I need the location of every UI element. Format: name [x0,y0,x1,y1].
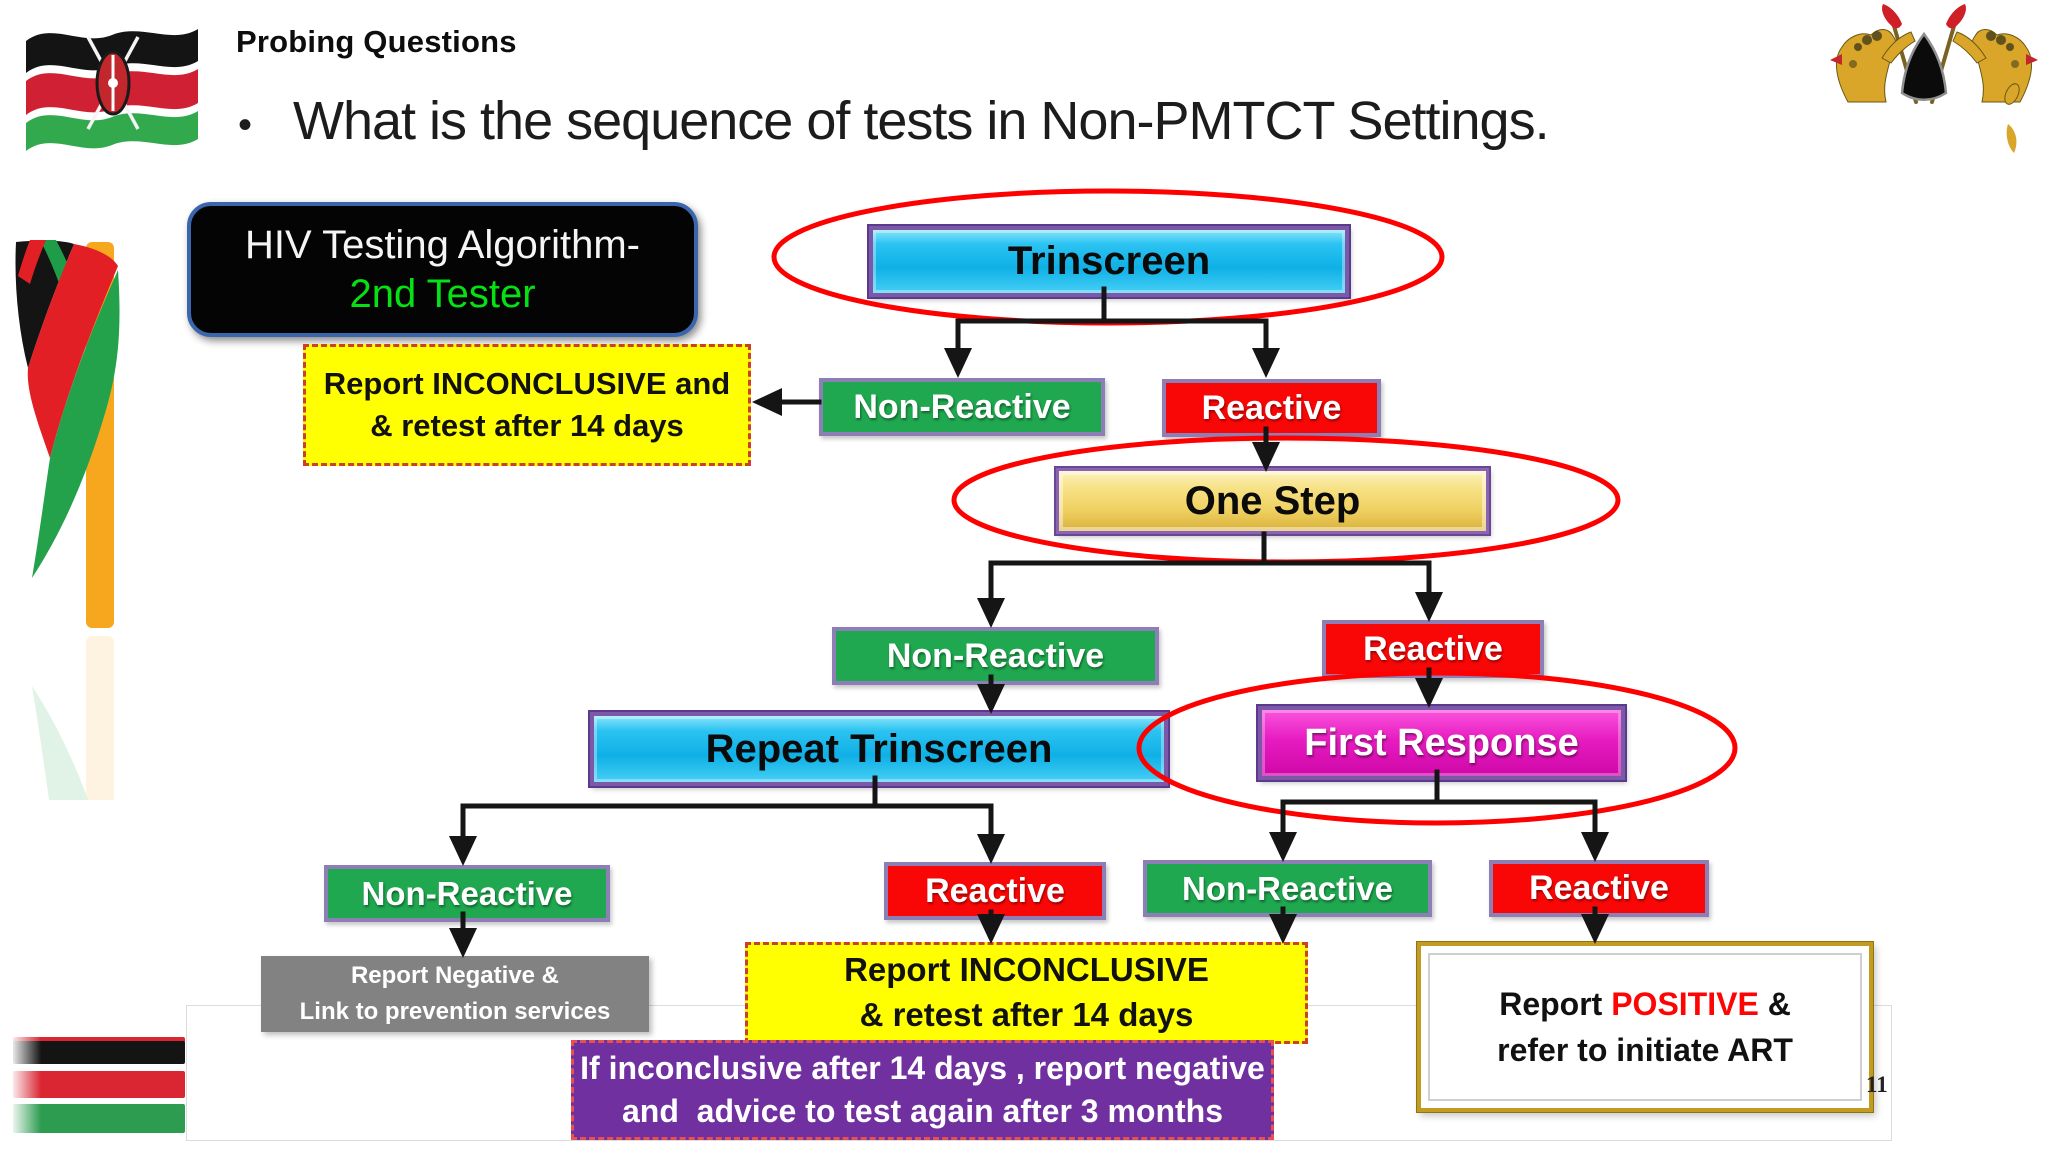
note-line: & retest after 14 days [370,408,684,443]
note-inconclusive-top: Report INCONCLUSIVE and & retest after 1… [303,344,751,466]
note-inconclusive-bottom: Report INCONCLUSIVE & retest after 14 da… [745,942,1308,1044]
note-line: and advice to test again after 3 months [621,1093,1224,1129]
note-line: refer to initiate ART [1497,1032,1793,1068]
note-report-negative: Report Negative & Link to prevention ser… [261,956,649,1032]
stripes-fade [13,1033,189,1137]
kenya-flag-icon [26,29,198,151]
shield-icon [1900,31,1948,101]
page-number: 11 [1866,1072,1888,1097]
node-reactive-4: Reactive [1489,860,1709,917]
note-line: Report POSITIVE & [1499,985,1791,1022]
algorithm-legend-box: HIV Testing Algorithm- 2nd Tester [187,202,698,337]
note-line: & retest after 14 days [859,996,1194,1033]
ribbon-reflection [15,636,120,800]
note-report-positive: Report POSITIVE & refer to initiate ART [1417,942,1873,1112]
node-repeat-trinscreen: Repeat Trinscreen [590,712,1168,786]
note-line: Link to prevention services [299,998,611,1025]
kenya-coat-of-arms-icon [1830,4,2039,153]
node-trinscreen: Trinscreen [869,226,1349,297]
bullet-glyph: • [238,103,252,147]
node-reactive-1: Reactive [1162,379,1381,437]
emblem-fragment [2004,83,2020,105]
lion-icon [1830,29,1916,103]
lion-icon [1952,28,2039,103]
node-non-reactive-1: Non-Reactive [819,378,1105,436]
note-line: Report Negative & [350,962,560,989]
emblem-fragment [2006,124,2017,153]
note-line: Report INCONCLUSIVE and [323,366,731,402]
node-first-response: First Response [1258,706,1625,780]
node-non-reactive-4: Non-Reactive [1143,860,1432,917]
node-one-step: One Step [1056,468,1489,534]
bullet-line: • What is the sequence of tests in Non-P… [238,90,1738,160]
note-line: If inconclusive after 14 days , report n… [580,1049,1265,1086]
positive-highlight: POSITIVE [1611,985,1759,1022]
note-line: Report INCONCLUSIVE [844,951,1209,989]
page-title: Probing Questions [236,24,517,59]
legend-line2: 2nd Tester [349,271,536,316]
node-non-reactive-2: Non-Reactive [832,627,1159,685]
node-reactive-3: Reactive [884,862,1106,920]
node-reactive-2: Reactive [1322,620,1544,678]
node-non-reactive-3: Non-Reactive [324,865,610,922]
note-followup: If inconclusive after 14 days , report n… [571,1040,1274,1140]
legend-line1: HIV Testing Algorithm- [245,222,640,267]
bullet-text: What is the sequence of tests in Non-PMT… [293,91,1550,151]
kenya-ribbon-graphic [15,240,120,800]
